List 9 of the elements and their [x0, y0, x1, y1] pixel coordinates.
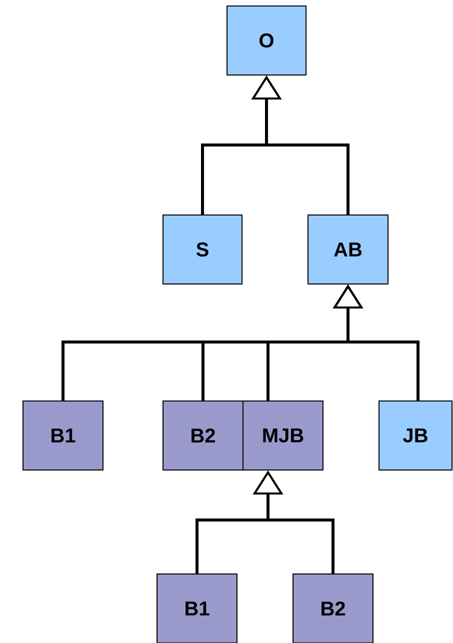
- class-box: B2: [292, 574, 374, 643]
- class-box: MJB: [242, 400, 324, 470]
- class-box: O: [226, 6, 306, 76]
- class-box: B2: [162, 400, 244, 470]
- class-box: JB: [378, 400, 452, 470]
- class-box: S: [162, 214, 242, 284]
- class-box: AB: [308, 214, 388, 284]
- class-box: B1: [22, 400, 104, 470]
- class-box: B1: [156, 574, 238, 643]
